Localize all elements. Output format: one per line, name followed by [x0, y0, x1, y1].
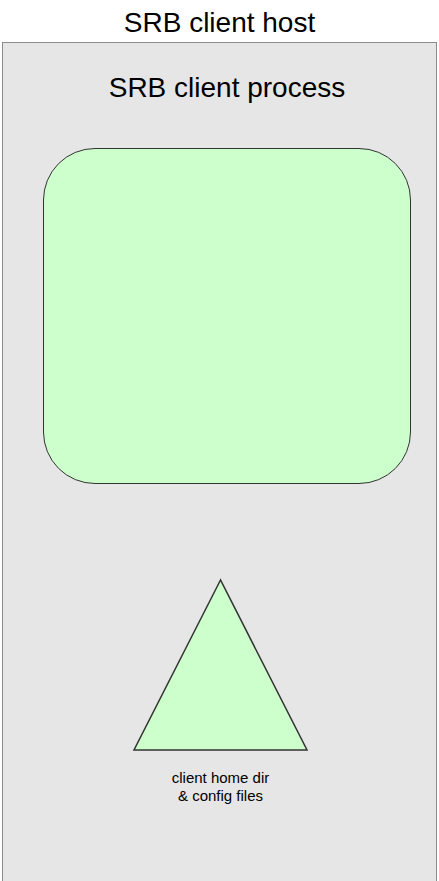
- triangle-shape: [134, 580, 307, 750]
- process-box: SRB client process: [43, 148, 411, 484]
- triangle-outline: [133, 579, 308, 751]
- heading-label: SRB client host: [3, 7, 436, 39]
- host-panel: SRB client hostSRB client processclient …: [2, 42, 437, 881]
- storage-triangle: client home dir & config files: [133, 579, 308, 751]
- node-label: client home dir & config files: [169, 769, 273, 805]
- heading-label: SRB client process: [44, 72, 410, 104]
